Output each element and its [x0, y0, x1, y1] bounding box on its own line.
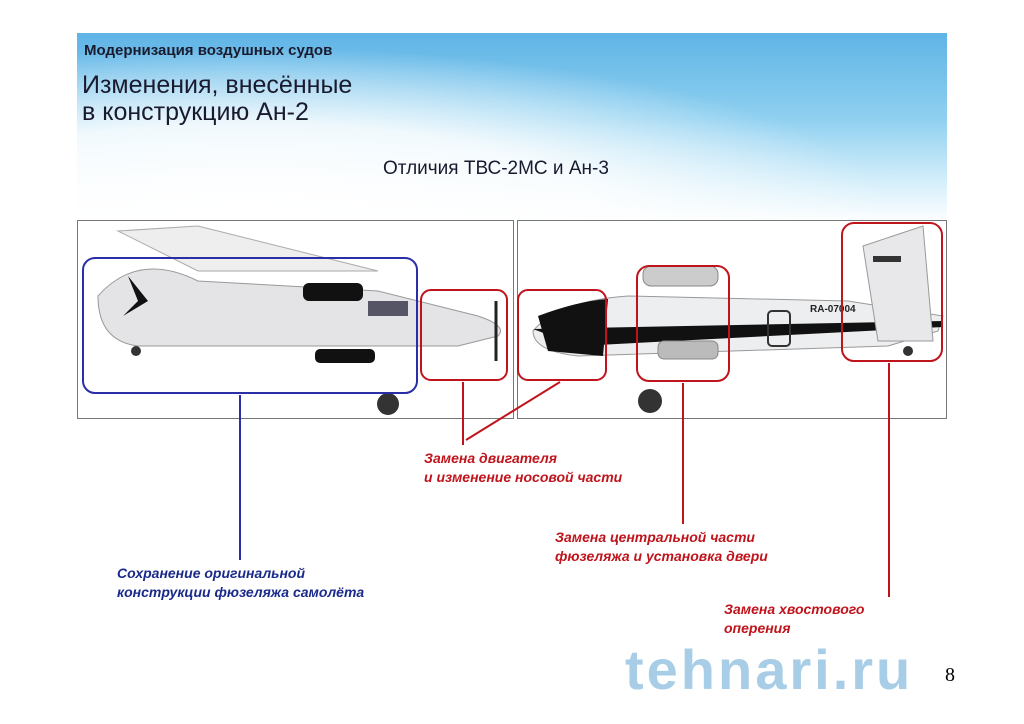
header-background: [77, 33, 947, 223]
callout-line: фюзеляжа и установка двери: [555, 548, 768, 564]
watermark-logo: tehnari.ru: [625, 638, 914, 701]
fuselage-highlight: [82, 257, 418, 394]
callout-tail: Замена хвостового оперения: [724, 600, 864, 638]
callout-line: Сохранение оригинальной: [117, 565, 306, 581]
tail-highlight: [841, 222, 943, 362]
slide-subtitle: Модернизация воздушных судов: [84, 42, 333, 59]
callout-engine: Замена двигателя и изменение носовой част…: [424, 449, 622, 487]
aircraft-registration: RA-07004: [810, 304, 856, 315]
nose-highlight-tvs: [517, 289, 607, 381]
callout-line: Замена хвостового: [724, 601, 865, 617]
slide-caption: Отличия ТВС-2МС и Ан-3: [383, 158, 609, 179]
callout-center: Замена центральной части фюзеляжа и устан…: [555, 528, 768, 566]
tvs2ms-image-panel: RA-07004: [517, 220, 947, 419]
callout-line: и изменение носовой части: [424, 469, 623, 485]
callout-line: Замена двигателя: [424, 450, 557, 466]
title-line: Изменения, внесённые: [82, 71, 353, 99]
callout-fuselage: Сохранение оригинальной конструкции фюзел…: [117, 564, 364, 602]
callout-line: конструкции фюзеляжа самолёта: [117, 584, 365, 600]
callout-line: оперения: [724, 620, 791, 636]
nose-highlight-an2: [420, 289, 508, 381]
an2-aircraft-image: [97, 225, 501, 415]
center-highlight: [636, 265, 730, 382]
tvs2ms-aircraft-image: RA-07004: [532, 225, 944, 413]
an2-image-panel: [77, 220, 514, 419]
page-number: 8: [945, 664, 955, 686]
callout-line: Замена центральной части: [555, 529, 755, 545]
title-line: в конструкцию Ан-2: [82, 98, 309, 126]
